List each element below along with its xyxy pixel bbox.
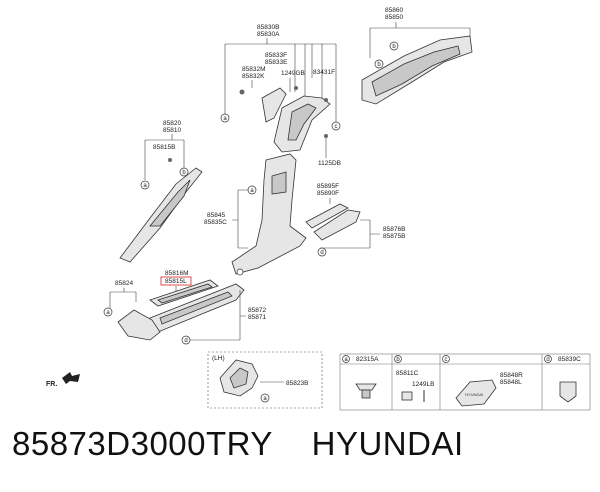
highlight-box: [160, 276, 192, 286]
label-85823b: 85823B: [286, 380, 308, 387]
label-85845: 85845: [207, 212, 225, 219]
label-85815b: 85815B: [153, 144, 175, 151]
lh-detail-box: (LH) a 85823B: [207, 351, 323, 409]
svg-text:d: d: [320, 250, 323, 256]
svg-text:a: a: [250, 188, 254, 194]
label-1249gb: 1249GB: [281, 70, 305, 77]
svg-text:b: b: [182, 170, 186, 176]
callout-85816: 85816M 85815L: [149, 270, 219, 307]
label-85824: 85824: [115, 280, 133, 287]
label-85850: 85850: [385, 14, 403, 21]
svg-text:a: a: [143, 183, 147, 189]
label-85833f: 85833F: [265, 52, 287, 59]
callout-85872: 85872 85871 d: [145, 283, 266, 345]
label-85833e: 85833E: [265, 59, 288, 66]
label-85830a: 85830A: [257, 31, 280, 38]
svg-text:a: a: [223, 116, 227, 122]
legend-b-code: 85811C: [396, 370, 419, 377]
label-85810: 85810: [163, 127, 181, 134]
label-lh: (LH): [212, 355, 225, 362]
svg-text:a: a: [106, 310, 110, 316]
part-number: 85873D3000TRY: [12, 425, 273, 462]
label-1125db: 1125DB: [318, 160, 341, 167]
svg-text:a: a: [263, 396, 267, 402]
arrow-icon: [62, 372, 80, 384]
label-85835c: 85835C: [204, 219, 227, 226]
label-85816m: 85816M: [165, 270, 189, 277]
svg-text:c: c: [445, 357, 448, 363]
label-85875b: 85875B: [383, 233, 405, 240]
badge-text: HYUNDAI: [465, 392, 484, 397]
svg-text:d: d: [546, 357, 549, 363]
svg-text:b: b: [396, 357, 400, 363]
label-85895f: 85895F: [317, 183, 339, 190]
svg-text:b: b: [392, 44, 396, 50]
label-83431f: 83431F: [313, 69, 335, 76]
callout-85820: 85820 85810 85815B b a: [119, 120, 203, 263]
label-85832m: 85832M: [242, 66, 266, 73]
label-85890f: 85890F: [317, 190, 339, 197]
front-arrow: FR.: [46, 372, 80, 388]
legend-b-code2: 1249LB: [412, 381, 434, 388]
legend-a-code: 82315A: [356, 356, 379, 363]
label-85832k: 85832K: [242, 73, 265, 80]
legend-table: a 82315A b 85811C 1249LB c 85848R 85848L…: [339, 353, 591, 411]
label-85830b: 85830B: [257, 24, 279, 31]
svg-text:c: c: [335, 124, 338, 130]
callout-85824: 85824 a: [103, 280, 161, 341]
svg-text:a: a: [344, 357, 348, 363]
label-85872: 85872: [248, 307, 266, 314]
label-85871: 85871: [248, 314, 266, 321]
label-85820: 85820: [163, 120, 181, 127]
brand-name: HYUNDAI: [311, 425, 464, 462]
legend-c-code2: 85848L: [500, 379, 522, 386]
label-85876b: 85876B: [383, 226, 405, 233]
legend-d-code: 85839C: [558, 356, 581, 363]
label-85860: 85860: [385, 7, 403, 14]
callout-85860: 85860 85850 b b a: [361, 7, 473, 105]
part-footer: 85873D3000TRY HYUNDAI: [12, 425, 464, 463]
callout-85830: 85830B 85830A a c 85833F 85833E 85832M 8…: [220, 24, 341, 167]
callout-85895: 85895F 85890F 85876B 85875B d: [305, 183, 405, 257]
svg-text:d: d: [184, 338, 187, 344]
label-85815l: 85815L: [165, 278, 187, 285]
label-fr: FR.: [46, 381, 57, 388]
pillar-lower-trim: 85845 85835C a: [204, 153, 307, 276]
legend-c-code: 85848R: [500, 372, 523, 379]
pillar-upper-trim: [239, 86, 331, 153]
svg-text:b: b: [377, 62, 381, 68]
